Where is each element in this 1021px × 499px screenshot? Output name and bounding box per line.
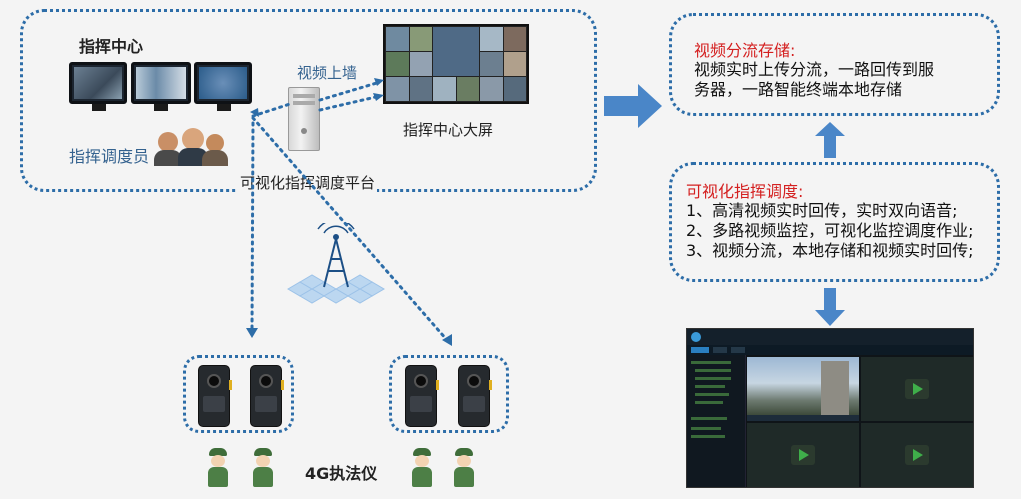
storage-panel-title: 视频分流存储: bbox=[694, 41, 796, 60]
device-group-right bbox=[389, 355, 509, 433]
officer-icon-3 bbox=[410, 448, 434, 488]
server-icon bbox=[288, 87, 320, 151]
dispatcher-people-icon bbox=[154, 128, 228, 166]
monitor-3 bbox=[194, 62, 252, 111]
body-camera-2 bbox=[250, 365, 284, 427]
officer-icon-1 bbox=[206, 448, 230, 488]
dispatcher-label: 指挥调度员 bbox=[69, 147, 150, 166]
big-screen-label: 指挥中心大屏 bbox=[403, 121, 494, 139]
up-arrow-icon bbox=[815, 122, 845, 158]
cell-tower-icon bbox=[278, 218, 396, 313]
monitor-1 bbox=[69, 62, 127, 111]
devices-label: 4G执法仪 bbox=[305, 464, 378, 483]
device-group-left bbox=[183, 355, 294, 433]
storage-line-2: 务器，一路智能终端本地存储 bbox=[694, 80, 903, 99]
monitor-2 bbox=[131, 62, 191, 111]
body-camera-4 bbox=[458, 365, 492, 427]
right-arrow-icon bbox=[604, 84, 662, 128]
dispatch-item-3: 3、视频分流，本地存储和视频实时回传; bbox=[686, 241, 974, 260]
officer-icon-2 bbox=[251, 448, 275, 488]
video-wall-label: 视频上墙 bbox=[297, 64, 358, 82]
officer-icon-4 bbox=[452, 448, 476, 488]
storage-panel bbox=[669, 13, 1000, 116]
storage-line-1: 视频实时上传分流，一路回传到服 bbox=[694, 60, 935, 79]
dispatch-panel-title: 可视化指挥调度: bbox=[686, 182, 804, 201]
down-arrow-icon bbox=[815, 288, 845, 326]
body-camera-1 bbox=[198, 365, 232, 427]
command-center-title: 指挥中心 bbox=[79, 37, 144, 56]
dispatch-item-1: 1、高清视频实时回传，实时双向语音; bbox=[686, 201, 958, 220]
platform-screenshot bbox=[686, 328, 974, 488]
body-camera-3 bbox=[405, 365, 439, 427]
big-screen-wall bbox=[383, 24, 529, 104]
dispatch-item-2: 2、多路视频监控，可视化监控调度作业; bbox=[686, 221, 974, 240]
dispatch-panel bbox=[669, 162, 1000, 282]
